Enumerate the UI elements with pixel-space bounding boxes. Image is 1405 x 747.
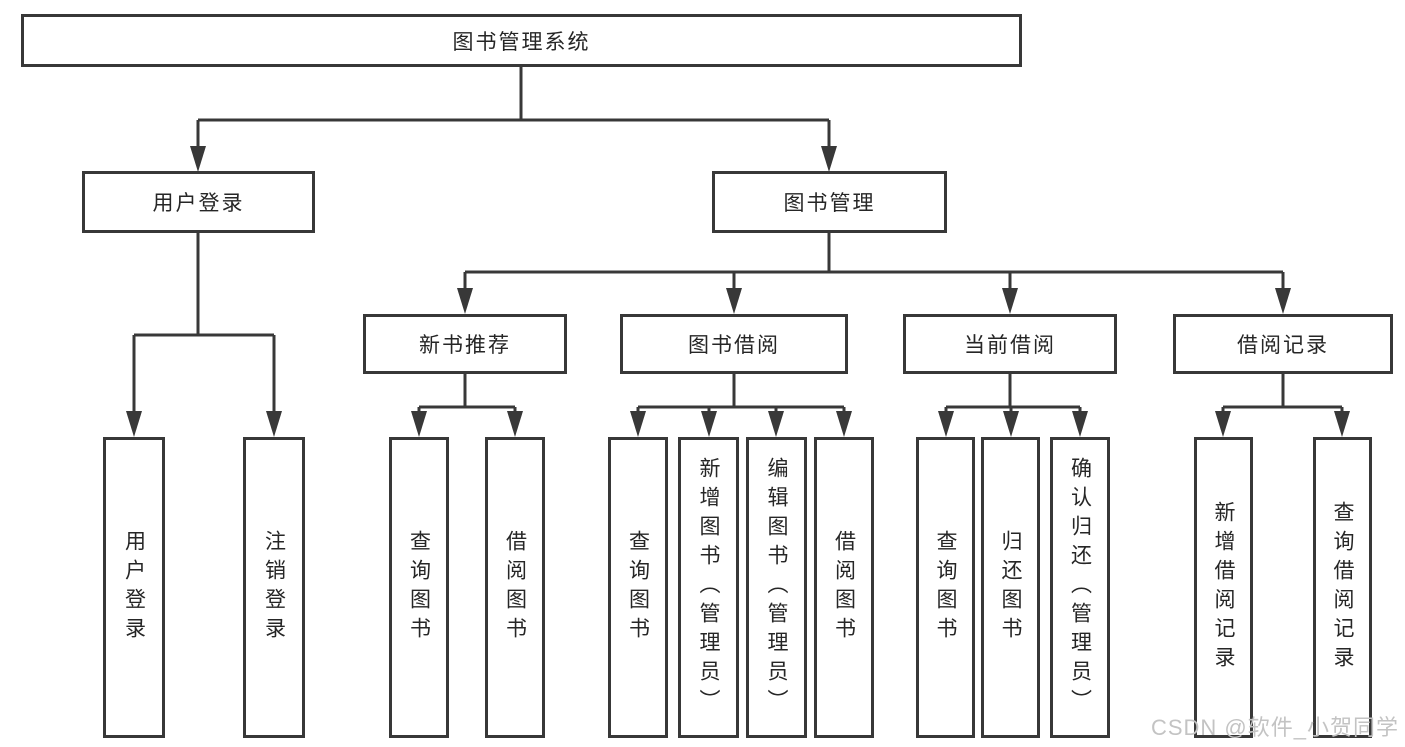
node-new-book-recommend-label: 新书推荐 [419, 334, 511, 357]
leaf-confirm-return-admin-label: 确认归还（管理员） [1068, 457, 1092, 718]
node-current-borrow-label: 当前借阅 [964, 334, 1056, 357]
leaf-user-login-label: 用户登录 [122, 529, 146, 646]
node-book-management: 图书管理 [712, 171, 947, 233]
node-user-login-label: 用户登录 [152, 192, 245, 215]
node-current-borrow: 当前借阅 [903, 314, 1117, 374]
node-book-borrow: 图书借阅 [620, 314, 848, 374]
node-book-borrow-label: 图书借阅 [688, 334, 780, 357]
leaf-confirm-return-admin: 确认归还（管理员） [1050, 437, 1110, 738]
leaf-logout-label: 注销登录 [262, 529, 286, 646]
leaf-edit-book-admin: 编辑图书（管理员） [746, 437, 807, 738]
leaf-add-borrow-record-label: 新增借阅记录 [1212, 500, 1235, 675]
leaf-query-books-2: 查询图书 [608, 437, 668, 738]
node-borrow-records-label: 借阅记录 [1237, 334, 1329, 357]
leaf-return-books: 归还图书 [981, 437, 1040, 738]
leaf-borrow-books-1: 借阅图书 [485, 437, 545, 738]
leaf-borrow-books-2: 借阅图书 [814, 437, 874, 738]
leaf-query-borrow-record-label: 查询借阅记录 [1331, 500, 1354, 675]
leaf-add-borrow-record: 新增借阅记录 [1194, 437, 1253, 738]
node-root-label: 图书管理系统 [452, 30, 591, 54]
node-root: 图书管理系统 [21, 14, 1022, 67]
leaf-query-books-3: 查询图书 [916, 437, 975, 738]
leaf-borrow-books-1-label: 借阅图书 [503, 529, 527, 646]
leaf-query-books-1-label: 查询图书 [407, 529, 431, 646]
leaf-add-book-admin-label: 新增图书（管理员） [697, 457, 720, 718]
leaf-query-books-2-label: 查询图书 [626, 529, 650, 646]
watermark: CSDN @软件_小贺同学 [1150, 715, 1399, 740]
leaf-query-borrow-record: 查询借阅记录 [1313, 437, 1372, 738]
leaf-user-login: 用户登录 [103, 437, 165, 738]
node-user-login: 用户登录 [82, 171, 315, 233]
leaf-logout: 注销登录 [243, 437, 305, 738]
leaf-edit-book-admin-label: 编辑图书（管理员） [765, 457, 788, 718]
node-book-management-label: 图书管理 [783, 192, 876, 215]
node-new-book-recommend: 新书推荐 [363, 314, 567, 374]
leaf-query-books-1: 查询图书 [389, 437, 449, 738]
leaf-add-book-admin: 新增图书（管理员） [678, 437, 739, 738]
node-borrow-records: 借阅记录 [1173, 314, 1393, 374]
leaf-return-books-label: 归还图书 [999, 529, 1022, 646]
leaf-borrow-books-2-label: 借阅图书 [832, 529, 856, 646]
leaf-query-books-3-label: 查询图书 [934, 529, 957, 646]
